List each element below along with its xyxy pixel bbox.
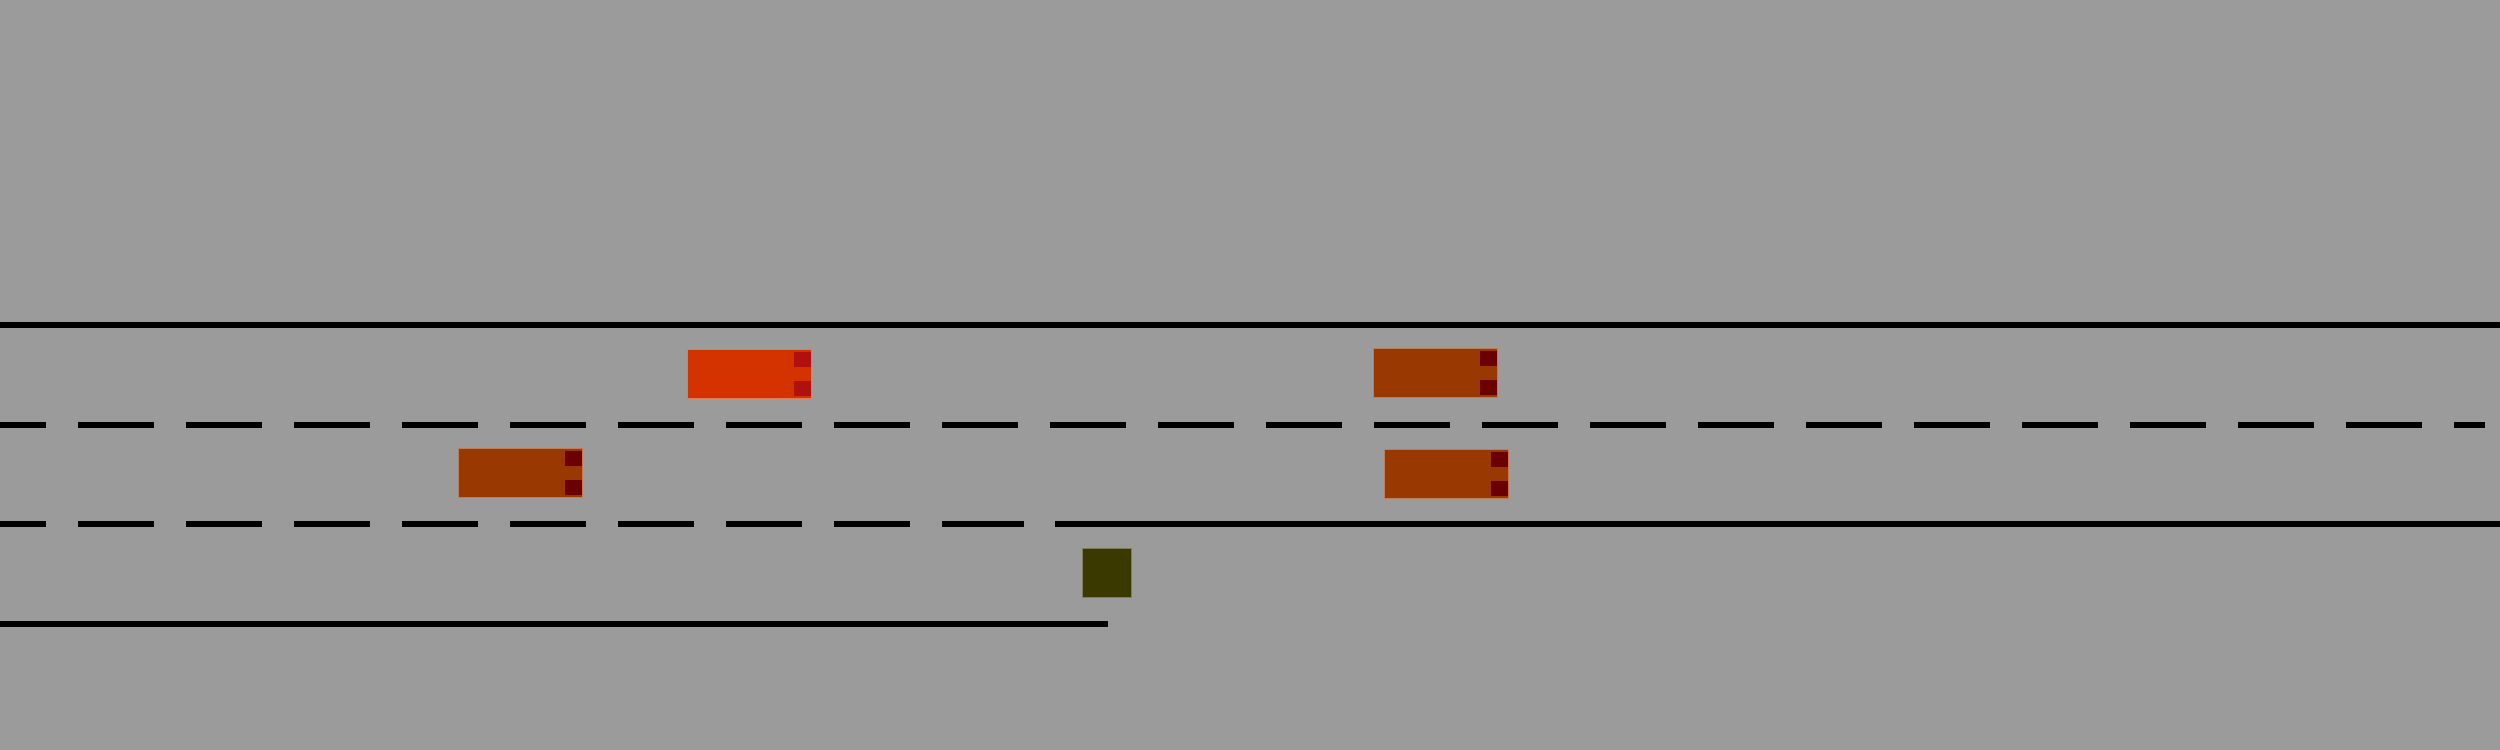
lane-divider-1: [0, 422, 2485, 428]
taillight-bottom: [565, 480, 582, 495]
ego-taillight-top: [794, 352, 811, 367]
lane-divider-2: [0, 521, 1024, 527]
taillight-bottom: [1480, 380, 1497, 395]
other-vehicle-lane2-right: [1384, 449, 1509, 499]
ego-vehicle: [687, 349, 812, 399]
taillight-bottom: [1491, 481, 1508, 496]
ego-taillight-bottom: [794, 381, 811, 396]
taillight-top: [1480, 351, 1497, 366]
other-vehicle-lane2-left: [458, 448, 583, 498]
merge-lane-obstacle: [1082, 548, 1132, 598]
taillight-top: [565, 451, 582, 466]
merge-lane-boundary: [1055, 521, 2500, 527]
other-vehicle-lane1-right: [1373, 348, 1498, 398]
road-top-edge: [0, 322, 2500, 328]
taillight-top: [1491, 452, 1508, 467]
merge-lane-bottom-edge: [0, 621, 1108, 627]
